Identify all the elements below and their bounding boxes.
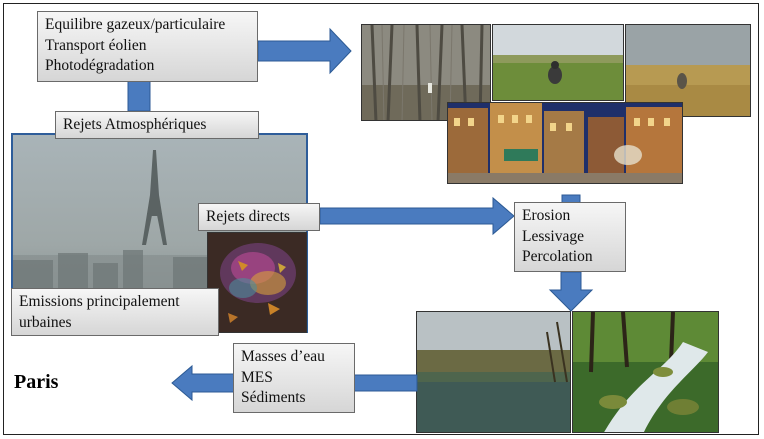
field-sampling-photo [492,24,624,101]
oil-sheen-puddle-photo [207,232,307,333]
direct-release-label: Rejets directs [206,208,290,225]
soil-line-3: Percolation [522,248,593,265]
water-line-2: MES [241,368,273,386]
atmospheric-release-label: Rejets Atmosphériques [63,116,207,133]
soil-line-1: Erosion [522,207,571,224]
water-line-1: Masses d’eau [241,348,325,365]
emissions-box: Emissions principalement urbaines [11,288,219,336]
water-box: Masses d’eau MES Sédiments [233,343,355,413]
connector-bar [127,80,151,112]
process-box: Equilibre gazeux/particulaire Transport … [37,11,258,82]
soil-process-box: Erosion Lessivage Percolation [514,202,626,272]
emissions-line-1: Emissions principalement [19,293,180,310]
diagram-frame [3,3,759,435]
bare-forest-photo [361,24,491,121]
process-line-3: Photodégradation [45,57,155,74]
direct-release-box: Rejets directs [198,203,320,231]
paris-label: Paris [14,371,59,393]
process-line-2: Transport éolien [45,36,147,54]
arrow-to-top-photos [257,27,352,75]
emissions-line-2: urbaines [19,313,72,331]
river-photo [416,311,571,433]
arrow-to-paris [171,364,238,402]
city-street-night-photo [447,102,683,184]
water-line-3: Sédiments [241,389,306,406]
soil-line-2: Lessivage [522,227,584,245]
process-line-1: Equilibre gazeux/particulaire [45,16,226,33]
atmospheric-release-box: Rejets Atmosphériques [55,111,259,139]
connector-river-water [353,374,418,392]
arrow-to-river [548,271,594,312]
stream-cascade-photo [572,311,719,433]
arrow-to-soil-box [319,196,515,236]
